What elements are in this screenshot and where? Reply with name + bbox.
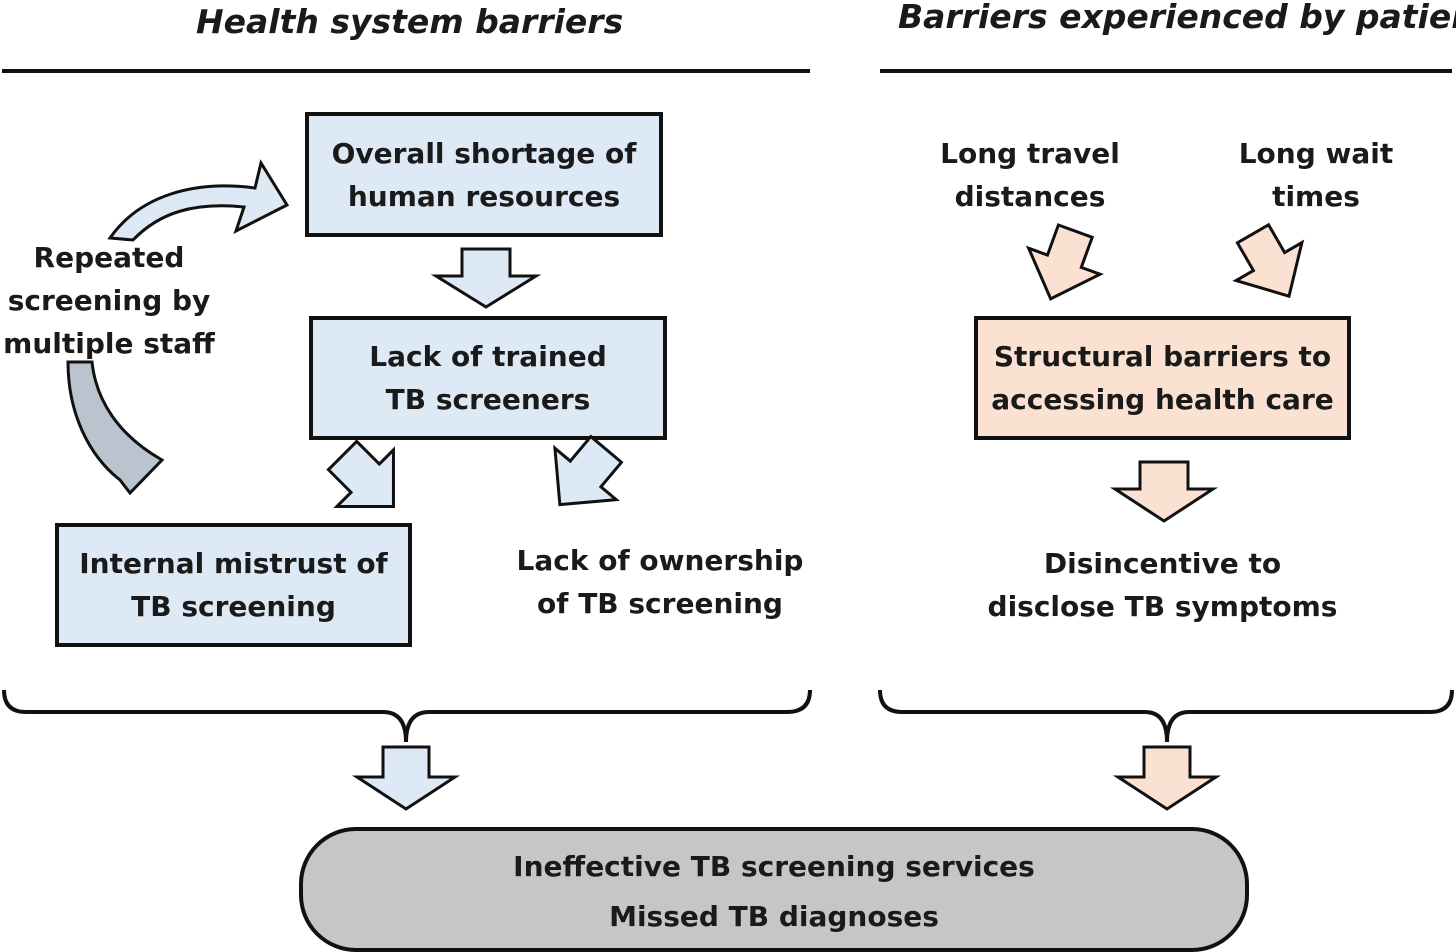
- outcome-label: Ineffective TB screening services Missed…: [301, 842, 1247, 942]
- travel-distance-label: Long travel distances: [940, 137, 1120, 213]
- wait-times-label: Long wait times: [1238, 137, 1394, 213]
- arrow-structural-to-disincentive: [1109, 460, 1219, 523]
- mistrust-box: [55, 523, 412, 647]
- arrow-trained-to-ownership: [553, 434, 624, 507]
- curved-arrow-from-mistrust: [66, 360, 165, 496]
- arrow-right-to-outcome: [1112, 745, 1222, 811]
- mistrust-label: Internal mistrust of TB screening: [79, 547, 388, 623]
- repeated-screening-label: Repeated screening by multiple staff: [3, 241, 215, 360]
- arrow-shortage-to-trained: [430, 247, 542, 309]
- left-heading: Health system barriers: [196, 2, 624, 41]
- outcome-box: [299, 827, 1249, 952]
- shortage-box: [305, 112, 663, 237]
- ownership-label: Lack of ownership of TB screening: [516, 544, 804, 620]
- shortage-label: Overall shortage of human resources: [331, 137, 637, 213]
- right-heading: Barriers experienced by patients: [898, 0, 1456, 36]
- arrow-wait-to-structural: [1232, 222, 1305, 299]
- outcome-line-2: Missed TB diagnoses: [609, 900, 939, 933]
- arrow-trained-to-mistrust: [326, 439, 395, 508]
- disincentive-label: Disincentive to disclose TB symptoms: [987, 547, 1338, 623]
- arrow-travel-to-structural: [1025, 223, 1104, 301]
- left-brace: [2, 689, 812, 743]
- structural-barriers-label: Structural barriers to accessing health …: [991, 340, 1334, 416]
- right-brace: [878, 689, 1454, 743]
- trained-screeners-box: [309, 316, 667, 440]
- structural-barriers-box: [974, 316, 1351, 440]
- arrow-left-to-outcome: [351, 745, 461, 811]
- curved-arrow-to-shortage: [107, 159, 290, 242]
- trained-screeners-label: Lack of trained TB screeners: [369, 340, 607, 416]
- outcome-line-1: Ineffective TB screening services: [513, 850, 1035, 883]
